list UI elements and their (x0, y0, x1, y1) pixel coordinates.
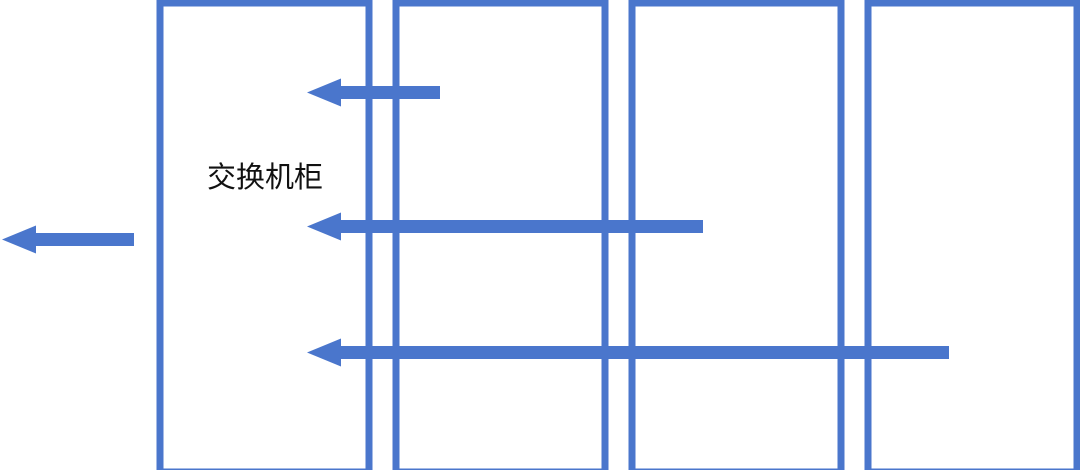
switch-cabinet-label: 交换机柜 (207, 160, 323, 194)
cable-arrow-from-rack-4 (307, 338, 949, 367)
switch-cabinet (156, 0, 373, 470)
cable-arrow-from-rack-2 (307, 78, 440, 107)
uplink-arrow (2, 225, 134, 254)
cable-arrow-from-rack-3 (307, 212, 703, 241)
rack-2 (392, 0, 609, 470)
rack-3 (628, 0, 845, 470)
rack-4 (864, 0, 1080, 470)
